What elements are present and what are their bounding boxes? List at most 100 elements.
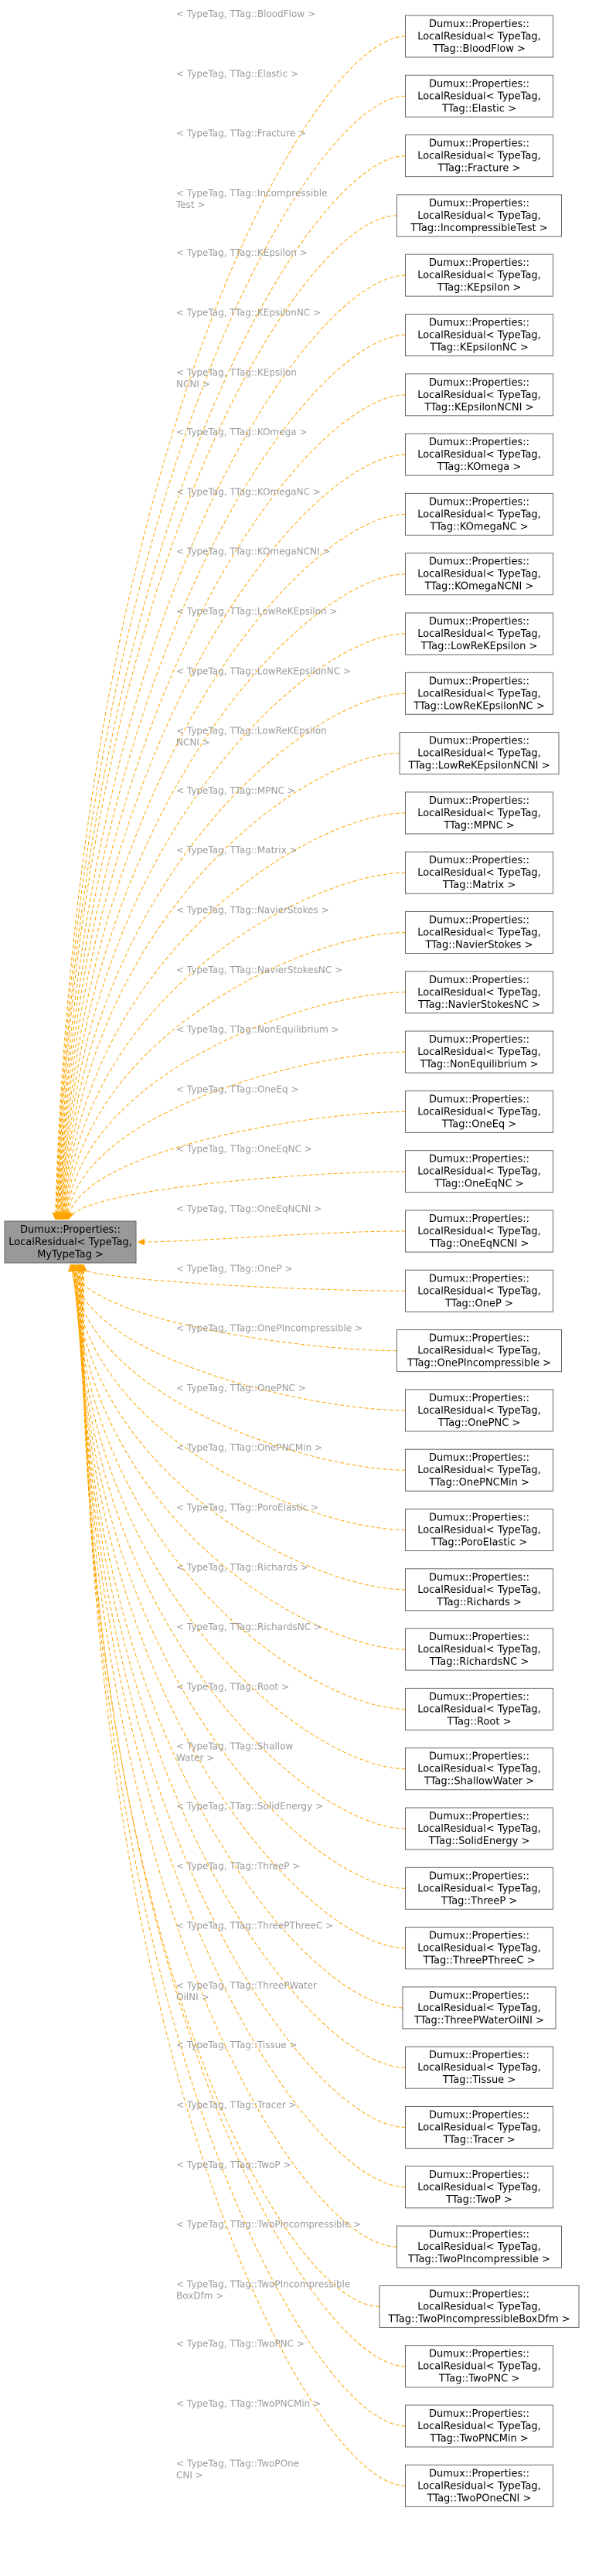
derived-class-box: [405, 1269, 553, 1312]
derived-class-label-line: TTag::OneP >: [444, 1298, 513, 1309]
derived-class-node[interactable]: Dumux::Properties::LocalResidual< TypeTa…: [402, 1986, 556, 2030]
derived-class-node[interactable]: Dumux::Properties::LocalResidual< TypeTa…: [399, 732, 560, 775]
derived-class-node[interactable]: Dumux::Properties::LocalResidual< TypeTa…: [405, 2345, 553, 2388]
derived-class-node[interactable]: Dumux::Properties::LocalResidual< TypeTa…: [405, 553, 553, 596]
derived-class-node[interactable]: Dumux::Properties::LocalResidual< TypeTa…: [405, 791, 553, 835]
edge-label: < TypeTag, TTag::TwoPOne: [176, 2458, 299, 2469]
derived-class-node[interactable]: Dumux::Properties::LocalResidual< TypeTa…: [405, 1210, 553, 1253]
edge-label: < TypeTag, TTag::PoroElastic >: [176, 1502, 318, 1513]
edge-label: < TypeTag, TTag::TwoPIncompressible >: [176, 2219, 361, 2230]
base-class-node[interactable]: Dumux::Properties::LocalResidual< TypeTa…: [4, 1220, 137, 1264]
base-class-label-line: MyTypeTag >: [37, 1249, 104, 1261]
derived-class-node[interactable]: Dumux::Properties::LocalResidual< TypeTa…: [379, 2285, 580, 2328]
derived-class-node[interactable]: Dumux::Properties::LocalResidual< TypeTa…: [405, 672, 553, 715]
derived-class-node[interactable]: Dumux::Properties::LocalResidual< TypeTa…: [405, 373, 553, 417]
derived-class-node[interactable]: Dumux::Properties::LocalResidual< TypeTa…: [405, 1509, 553, 1551]
derived-class-node[interactable]: Dumux::Properties::LocalResidual< TypeTa…: [405, 911, 553, 954]
derived-class-node[interactable]: Dumux::Properties::LocalResidual< TypeTa…: [405, 2046, 553, 2089]
derived-class-node[interactable]: Dumux::Properties::LocalResidual< TypeTa…: [405, 492, 553, 536]
derived-class-label-line: Dumux::Properties::: [429, 1154, 529, 1165]
derived-class-label-line: Dumux::Properties::: [429, 2229, 529, 2241]
derived-class-node[interactable]: Dumux::Properties::LocalResidual< TypeTa…: [396, 1329, 562, 1373]
derived-class-label-line: Dumux::Properties::: [429, 915, 529, 927]
derived-class-label-line: LocalResidual< TypeTag,: [417, 2241, 541, 2253]
derived-class-node[interactable]: Dumux::Properties::LocalResidual< TypeTa…: [405, 314, 553, 356]
derived-class-node[interactable]: Dumux::Properties::LocalResidual< TypeTa…: [405, 2166, 553, 2209]
derived-class-label-line: TTag::SolidEnergy >: [428, 1836, 530, 1847]
derived-class-node[interactable]: Dumux::Properties::LocalResidual< TypeTa…: [405, 1030, 553, 1074]
derived-class-label-line: Dumux::Properties::: [429, 1572, 529, 1584]
derived-class-node[interactable]: Dumux::Properties::LocalResidual< TypeTa…: [405, 1807, 553, 1850]
derived-class-label-line: TTag::TwoPNC >: [438, 2374, 520, 2385]
edge-label: < TypeTag, TTag::OnePNC >: [176, 1383, 306, 1393]
edge-label: < TypeTag, TTag::KOmegaNC >: [176, 486, 321, 497]
derived-class-label-line: LocalResidual< TypeTag,: [417, 270, 541, 281]
derived-class-node[interactable]: Dumux::Properties::LocalResidual< TypeTa…: [405, 1448, 553, 1492]
derived-class-node[interactable]: Dumux::Properties::LocalResidual< TypeTa…: [405, 74, 553, 117]
derived-class-box: [405, 612, 553, 655]
derived-class-box: [399, 732, 560, 775]
derived-class-label-line: Dumux::Properties::: [429, 496, 529, 508]
derived-class-box: [405, 1389, 553, 1432]
derived-class-label-line: TTag::KOmegaNC >: [429, 521, 528, 533]
derived-class-node[interactable]: Dumux::Properties::LocalResidual< TypeTa…: [405, 1687, 553, 1730]
derived-class-label-line: TTag::OneEq >: [441, 1118, 516, 1130]
derived-class-node[interactable]: Dumux::Properties::LocalResidual< TypeTa…: [405, 15, 553, 58]
derived-class-node[interactable]: Dumux::Properties::LocalResidual< TypeTa…: [405, 1866, 553, 1910]
derived-class-label-line: Dumux::Properties::: [429, 138, 529, 150]
derived-class-node[interactable]: Dumux::Properties::LocalResidual< TypeTa…: [405, 612, 553, 655]
edge-label: < TypeTag, TTag::TwoPIncompressible: [176, 2278, 350, 2289]
derived-class-label-line: Dumux::Properties::: [429, 1393, 529, 1404]
edge-label: < TypeTag, TTag::RichardsNC >: [176, 1621, 322, 1632]
derived-class-label-line: LocalResidual< TypeTag,: [417, 1106, 541, 1118]
derived-class-node[interactable]: Dumux::Properties::LocalResidual< TypeTa…: [405, 1927, 553, 1970]
derived-class-node[interactable]: Dumux::Properties::LocalResidual< TypeTa…: [405, 1389, 553, 1432]
derived-class-label-line: Dumux::Properties::: [429, 1632, 529, 1643]
derived-class-label-line: LocalResidual< TypeTag,: [417, 867, 541, 879]
inheritance-edge: [77, 1264, 403, 2009]
derived-class-node[interactable]: Dumux::Properties::LocalResidual< TypeTa…: [396, 194, 562, 237]
derived-class-node[interactable]: Dumux::Properties::LocalResidual< TypeTa…: [405, 1150, 553, 1193]
derived-class-node[interactable]: Dumux::Properties::LocalResidual< TypeTa…: [405, 851, 553, 894]
derived-class-box: [405, 1807, 553, 1850]
derived-class-node[interactable]: Dumux::Properties::LocalResidual< TypeTa…: [405, 1090, 553, 1133]
derived-class-node[interactable]: Dumux::Properties::LocalResidual< TypeTa…: [405, 2464, 553, 2507]
derived-class-node[interactable]: Dumux::Properties::LocalResidual< TypeTa…: [405, 134, 553, 178]
derived-class-box: [405, 1687, 553, 1730]
derived-class-label-line: Dumux::Properties::: [429, 1870, 529, 1882]
derived-class-label-line: TTag::OnePIncompressible >: [407, 1358, 551, 1370]
derived-class-node[interactable]: Dumux::Properties::LocalResidual< TypeTa…: [405, 254, 553, 297]
derived-class-label-line: TTag::TwoPNCMin >: [429, 2433, 529, 2445]
inheritance-edge: [60, 513, 406, 1220]
derived-class-box: [405, 2046, 553, 2089]
inheritance-edge: [68, 1171, 406, 1220]
derived-class-box: [405, 1030, 553, 1074]
derived-class-label-line: LocalResidual< TypeTag,: [417, 2480, 541, 2492]
derived-class-label-line: LocalResidual< TypeTag,: [417, 31, 541, 43]
derived-class-node[interactable]: Dumux::Properties::LocalResidual< TypeTa…: [405, 2106, 553, 2149]
derived-class-box: [405, 553, 553, 596]
derived-class-label-line: TTag::TwoPIncompressibleBoxDfm >: [387, 2313, 570, 2325]
base-class-label-line: Dumux::Properties::: [20, 1224, 121, 1236]
derived-class-node[interactable]: Dumux::Properties::LocalResidual< TypeTa…: [405, 2404, 553, 2448]
derived-class-label-line: TTag::KOmegaNCNI >: [424, 581, 534, 593]
derived-class-label-line: Dumux::Properties::: [429, 2349, 529, 2360]
derived-class-label-line: Dumux::Properties::: [429, 1931, 529, 1942]
inheritance-edge: [66, 1051, 406, 1220]
inheritance-edge: [83, 1264, 406, 2427]
derived-class-box: [405, 1210, 553, 1253]
derived-class-node[interactable]: Dumux::Properties::LocalResidual< TypeTa…: [396, 2225, 562, 2268]
edge-label: < TypeTag, TTag::Fracture >: [176, 128, 306, 139]
derived-class-node[interactable]: Dumux::Properties::LocalResidual< TypeTa…: [405, 1747, 553, 1791]
derived-class-box: [405, 911, 553, 954]
derived-class-node[interactable]: Dumux::Properties::LocalResidual< TypeTa…: [405, 1628, 553, 1671]
derived-class-label-line: Dumux::Properties::: [429, 318, 529, 329]
derived-class-label-line: Dumux::Properties::: [429, 2110, 529, 2122]
inheritance-edge: [79, 1264, 406, 2128]
derived-class-label-line: LocalResidual< TypeTag,: [417, 1823, 541, 1835]
derived-class-box: [405, 2464, 553, 2507]
derived-class-node[interactable]: Dumux::Properties::LocalResidual< TypeTa…: [405, 971, 553, 1014]
derived-class-node[interactable]: Dumux::Properties::LocalResidual< TypeTa…: [405, 433, 553, 476]
derived-class-node[interactable]: Dumux::Properties::LocalResidual< TypeTa…: [405, 1269, 553, 1312]
derived-class-node[interactable]: Dumux::Properties::LocalResidual< TypeTa…: [405, 1568, 553, 1611]
